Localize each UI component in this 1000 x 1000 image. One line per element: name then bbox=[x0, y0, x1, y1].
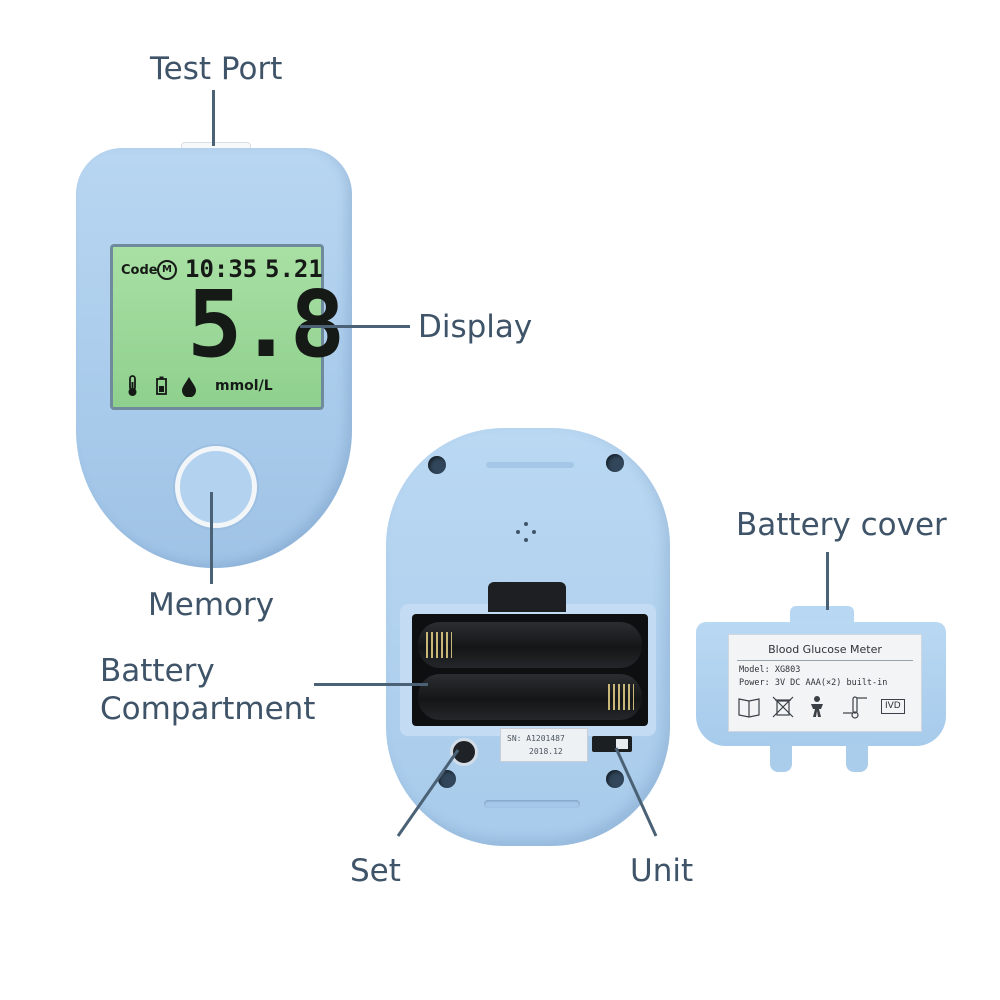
aaa-battery-slot bbox=[418, 674, 642, 720]
cover-label: Blood Glucose Meter Model: XG803 Power: … bbox=[728, 634, 922, 732]
blood-drop-icon bbox=[182, 377, 196, 397]
leader-set bbox=[396, 749, 460, 837]
person-icon bbox=[811, 696, 823, 717]
set-button[interactable] bbox=[450, 738, 478, 766]
aaa-battery-slot bbox=[418, 622, 642, 668]
serial-number: SN: A1201487 bbox=[507, 734, 565, 743]
label-symbols bbox=[738, 696, 867, 719]
label-battery-compartment-line1: Battery bbox=[100, 653, 215, 689]
manual-book-icon bbox=[738, 698, 760, 718]
battery-spring-icon bbox=[608, 684, 634, 710]
speaker-hole bbox=[532, 530, 536, 534]
lcd-status-icons bbox=[128, 375, 196, 397]
label-power: Power: 3V DC AAA(×2) built-in bbox=[739, 678, 888, 688]
battery-compartment bbox=[412, 614, 648, 726]
memory-symbol-icon: M bbox=[157, 260, 177, 280]
manufacture-date: 2018.12 bbox=[529, 747, 563, 756]
label-display: Display bbox=[418, 309, 533, 345]
lcd-code-label: Code bbox=[121, 263, 158, 278]
bottom-groove bbox=[484, 800, 580, 808]
speaker-hole bbox=[516, 530, 520, 534]
label-battery-compartment-line2: Compartment bbox=[100, 691, 316, 727]
label-title: Blood Glucose Meter bbox=[768, 643, 882, 656]
lcd-time: 10:35 bbox=[185, 255, 258, 283]
label-set: Set bbox=[350, 853, 401, 889]
speaker-hole bbox=[524, 538, 528, 542]
leader-battery-cover bbox=[826, 552, 829, 610]
label-model: Model: XG803 bbox=[739, 665, 801, 675]
label-memory: Memory bbox=[148, 587, 275, 623]
label-divider bbox=[737, 660, 913, 661]
unit-switch-knob[interactable] bbox=[616, 739, 628, 749]
leader-battery-compartment bbox=[314, 683, 428, 686]
leader-unit bbox=[614, 747, 658, 837]
label-battery-cover: Battery cover bbox=[736, 507, 947, 543]
leader-test-port bbox=[212, 90, 215, 146]
temperature-limit-icon bbox=[843, 696, 867, 719]
screw-hole-top-left bbox=[428, 456, 446, 474]
serial-number-sticker: SN: A1201487 2018.12 bbox=[500, 728, 588, 762]
lcd-unit: mmol/L bbox=[215, 378, 273, 394]
leader-memory bbox=[210, 492, 213, 584]
label-test-port: Test Port bbox=[150, 51, 283, 87]
ivd-mark: IVD bbox=[881, 699, 905, 714]
top-groove bbox=[486, 462, 574, 468]
screw-hole-top-right bbox=[606, 454, 624, 472]
cover-foot bbox=[846, 742, 868, 772]
lcd-date: 5.21 bbox=[265, 255, 323, 283]
screw-hole-bottom-right bbox=[606, 770, 624, 788]
thermometer-icon bbox=[128, 375, 137, 396]
speaker-hole bbox=[524, 522, 528, 526]
unit-switch[interactable] bbox=[592, 736, 632, 752]
compartment-latch bbox=[488, 582, 566, 612]
wee-bin-icon bbox=[772, 696, 794, 718]
leader-display bbox=[300, 325, 410, 328]
memory-button[interactable] bbox=[175, 446, 257, 528]
cover-foot bbox=[770, 742, 792, 772]
label-unit: Unit bbox=[630, 853, 694, 889]
lcd-display: Code M 10:35 5.21 5.8 mmol/L bbox=[110, 244, 345, 410]
battery-icon bbox=[156, 376, 167, 395]
battery-spring-icon bbox=[426, 632, 452, 658]
